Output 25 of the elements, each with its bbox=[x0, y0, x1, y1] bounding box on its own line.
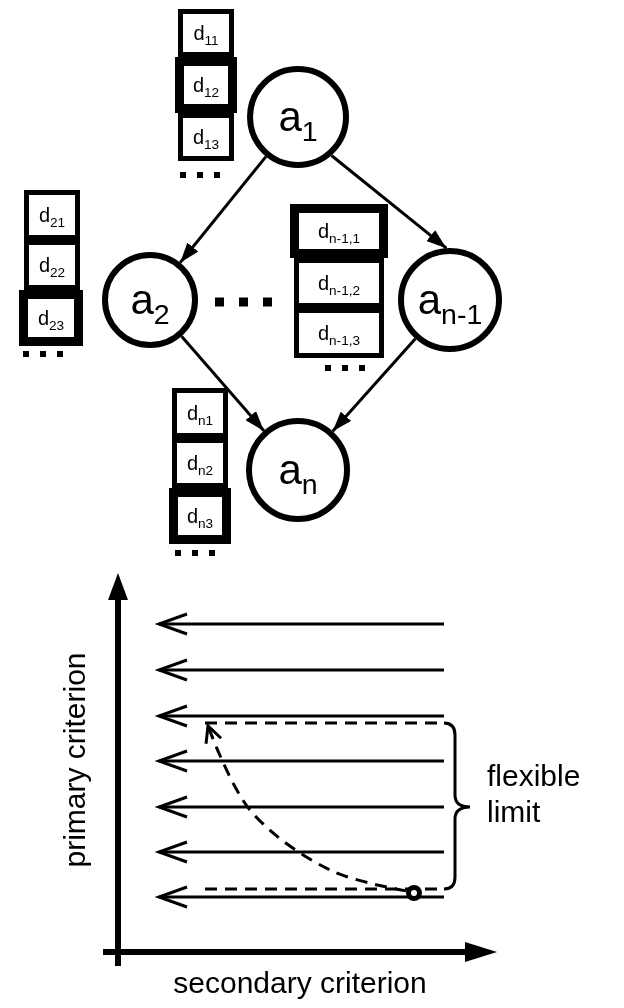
label-box: d$_{n3}$ bbox=[169, 488, 231, 544]
arrow bbox=[180, 335, 265, 432]
arrow bbox=[330, 154, 448, 250]
label-box: d$_{23}$ bbox=[19, 290, 83, 346]
label-box: d$_{22}$ bbox=[24, 240, 80, 290]
label-box: d$_{12}$ bbox=[175, 57, 237, 113]
label-box: d$_{11}$ bbox=[178, 9, 234, 57]
label-box: d$_{13}$ bbox=[178, 113, 234, 161]
state-circle: a$_{n}$ bbox=[246, 418, 350, 522]
axis-label: secondary criterion bbox=[172, 965, 428, 1001]
state-circle: a$_{1}$ bbox=[247, 66, 349, 168]
state-circle: a$_{2}$ bbox=[102, 252, 198, 348]
arrow bbox=[204, 724, 407, 893]
label-box: d$_{n2}$ bbox=[172, 438, 228, 488]
label-box: d$_{n-1,2}$ bbox=[294, 258, 384, 308]
label-box: d$_{n1}$ bbox=[172, 388, 228, 438]
point-marker bbox=[406, 885, 422, 901]
brace-label: flexible limit bbox=[487, 758, 582, 830]
label-box: d$_{21}$ bbox=[24, 190, 80, 240]
arrow bbox=[179, 155, 268, 264]
arrow bbox=[331, 337, 417, 433]
label-box: d$_{n-1,3}$ bbox=[294, 308, 384, 358]
axis-label: primary criterion bbox=[57, 651, 92, 870]
label-box: d$_{n-1,1}$ bbox=[290, 204, 388, 258]
state-circle: a$_{n-1}$ bbox=[398, 248, 502, 352]
